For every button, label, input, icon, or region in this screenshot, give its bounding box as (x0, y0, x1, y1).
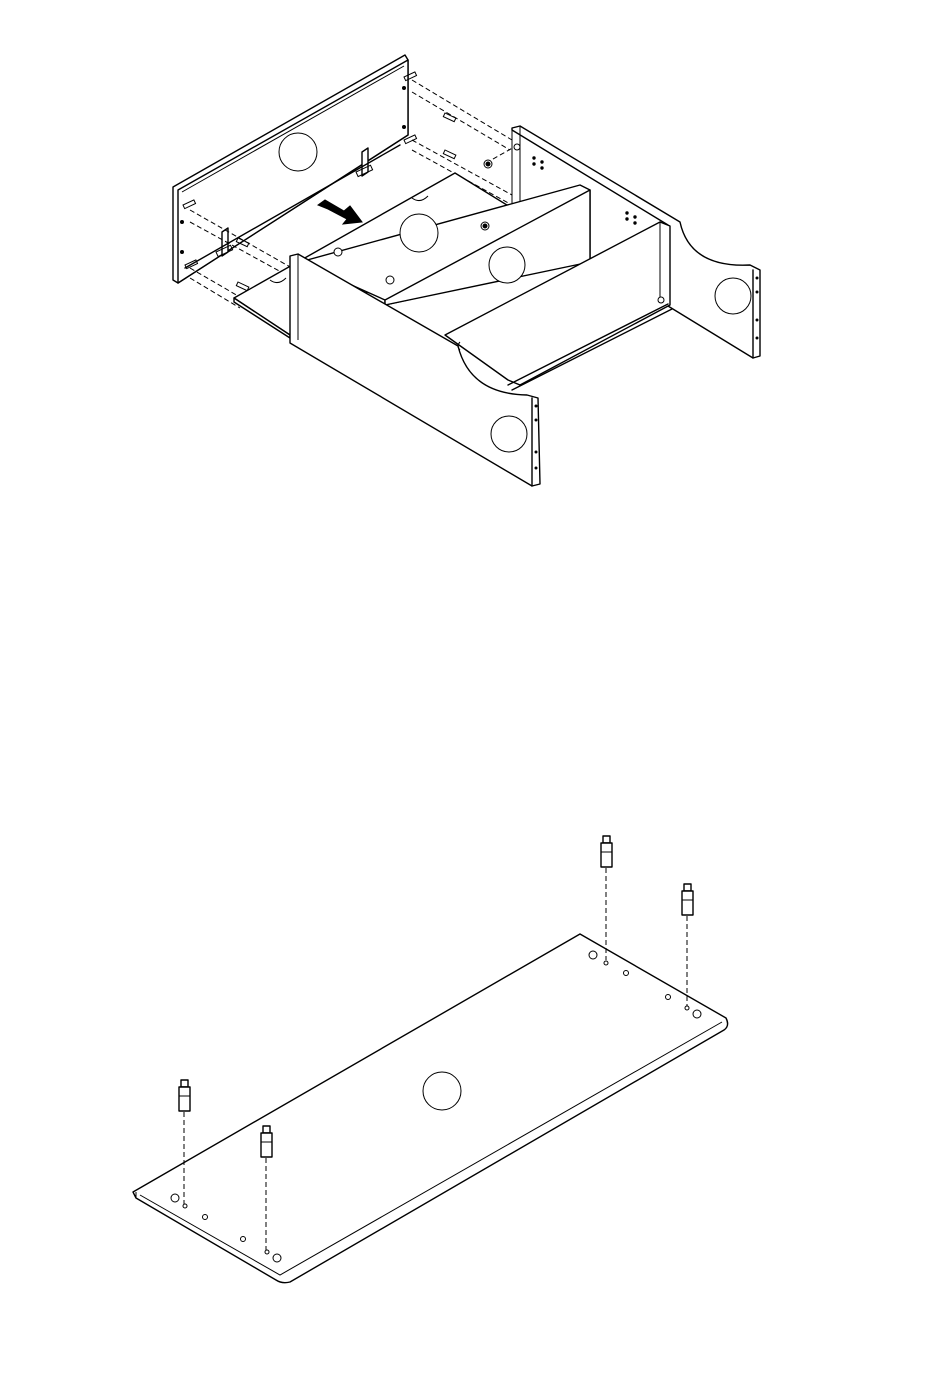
cable-hole (491, 416, 527, 452)
step-cabinet-frame-diagram (0, 0, 950, 560)
cam-bolt (179, 1080, 190, 1204)
cable-hole (715, 278, 751, 314)
cam-bolt (682, 884, 693, 1006)
cam-bolt (601, 836, 612, 960)
cable-hole (489, 247, 525, 283)
slide-in-arrow-icon (318, 200, 362, 224)
cable-hole (423, 1072, 461, 1110)
cable-hole (279, 133, 317, 171)
top-board (133, 934, 728, 1283)
cam-bolt (261, 1126, 272, 1250)
cable-hole (400, 214, 438, 252)
